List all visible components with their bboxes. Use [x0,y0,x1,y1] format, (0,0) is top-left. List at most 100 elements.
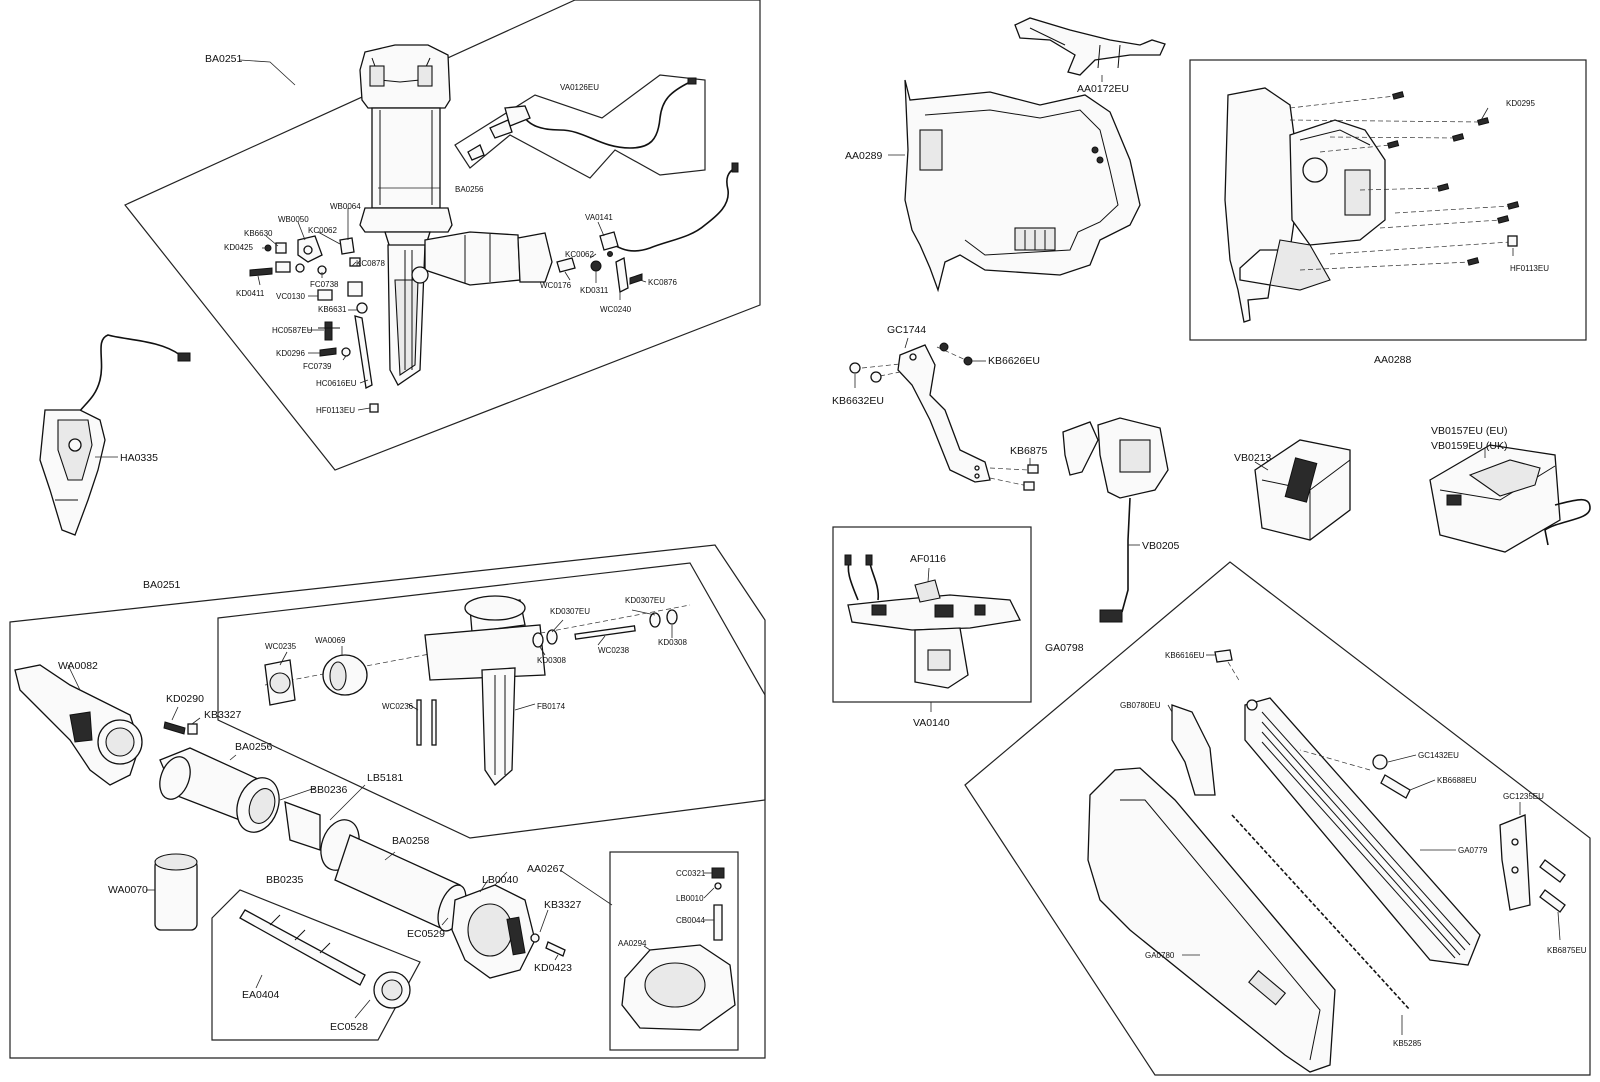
part-kb5285-spring [1231,814,1411,1035]
part-ea0404-piston [239,909,411,1019]
label-ea0404: EA0404 [242,989,280,1001]
label-vb0213: VB0213 [1234,452,1272,464]
label-wa0070: WA0070 [108,884,148,896]
plug-va0141 [731,162,739,173]
label-kb3327-a: KB3327 [204,709,242,721]
label-wb0064: WB0064 [330,202,361,211]
label-ba0251-top: BA0251 [205,53,243,65]
label-bb0236: BB0236 [310,784,348,796]
label-wc0238: WC0238 [598,646,630,655]
label-fb0174: FB0174 [537,702,566,711]
label-vb0159eu: VB0159EU (UK) [1431,440,1507,452]
part-ga0780-magazine [1087,767,1336,1073]
frame-va0140 [832,526,1032,703]
label-ba0256-bottom: BA0256 [235,741,273,753]
label-vb0157eu: VB0157EU (EU) [1431,425,1507,437]
parts-gc1432eu-kb6688eu [1299,749,1436,799]
label-af0116: AF0116 [910,553,946,565]
frame-motor-bottom [9,544,766,1059]
label-aa0267: AA0267 [527,863,565,875]
label-hc0587eu: HC0587EU [272,326,313,335]
label-ha0335: HA0335 [120,452,158,464]
label-kb6616eu: KB6616EU [1165,651,1205,660]
cylinder-subassembly [264,595,691,786]
part-aa0288-assembly [1224,87,1386,323]
label-lb5181: LB5181 [367,772,403,784]
wire-harness-va0126eu [454,74,706,179]
label-kc0876: KC0876 [648,278,677,287]
label-bb0235: BB0235 [266,874,304,886]
part-aa0172eu-hook [1014,17,1166,82]
label-kc0062-b: KC0062 [565,250,594,259]
label-kd0425: KD0425 [224,243,253,252]
parts-kb3327-kd0423 [441,909,566,961]
part-ba0258-tube [334,834,467,932]
label-kd0290: KD0290 [166,693,204,705]
label-wa0082: WA0082 [58,660,98,672]
label-ec0529: EC0529 [407,928,445,940]
label-kd0296: KD0296 [276,349,305,358]
label-ba0256-top: BA0256 [455,185,484,194]
label-kb3327-b: KB3327 [544,899,582,911]
label-lb0010: LB0010 [676,894,704,903]
label-gc1432eu: GC1432EU [1418,751,1459,760]
label-kd0308-a: KD0308 [537,656,566,665]
frame-aa0294 [609,851,739,1051]
part-aa0289-housing [888,79,1141,293]
label-gc1744: GC1744 [887,324,926,336]
label-aa0172eu: AA0172EU [1077,83,1129,95]
label-kb5285: KB5285 [1393,1039,1422,1048]
leaders-top [239,59,647,411]
label-kd0295: KD0295 [1506,99,1535,108]
parts-kd0290-kb3327 [163,706,201,735]
part-bb0236 [236,777,316,833]
label-aa0289: AA0289 [845,150,883,162]
label-va0141: VA0141 [585,213,613,222]
label-kb6875eu: KB6875EU [1547,946,1587,955]
label-kb6632eu: KB6632EU [832,395,884,407]
label-aa0294: AA0294 [618,939,647,948]
label-cb0044: CB0044 [676,916,705,925]
label-kb6630: KB6630 [244,229,273,238]
label-wa0069: WA0069 [315,636,346,645]
part-charger [1429,444,1591,553]
label-ba0258: BA0258 [392,835,430,847]
part-gc1235eu-bracket [1499,802,1566,941]
label-wc0240: WC0240 [600,305,632,314]
frame-aa0288 [1189,59,1587,341]
part-vb0213-battery [1254,439,1351,541]
part-ha0335-handle [39,334,191,536]
label-kb6688eu: KB6688EU [1437,776,1477,785]
label-kb6875: KB6875 [1010,445,1048,457]
part-aa0267-cap [451,869,613,979]
label-kd0307eu-b: KD0307EU [625,596,665,605]
part-wa0082-head [14,664,143,786]
label-gb0780eu: GB0780EU [1120,701,1161,710]
label-kd0308-b: KD0308 [658,638,687,647]
part-aa0294-cap [621,867,736,1031]
label-hc0616eu: HC0616EU [316,379,357,388]
small-parts-top [249,235,643,413]
label-wc0236: WC0236 [382,702,414,711]
label-kd0423: KD0423 [534,962,572,974]
label-fc0739: FC0739 [303,362,332,371]
label-ga0780: GA0780 [1145,951,1175,960]
label-ec0528: EC0528 [330,1021,368,1033]
label-kd0307eu-a: KD0307EU [550,607,590,616]
label-vc0130: VC0130 [276,292,305,301]
label-ba0251-bottom: BA0251 [143,579,181,591]
label-kd0311: KD0311 [580,286,609,295]
frame-motor-top [124,0,761,471]
motor-assembly-ba0256 [359,44,553,386]
part-gb0780eu-plate [1167,704,1216,796]
label-cc0321: CC0321 [676,869,706,878]
label-wc0235: WC0235 [265,642,297,651]
label-vb0205: VB0205 [1142,540,1180,552]
label-kc0062-a: KC0062 [308,226,337,235]
label-hf0113eu-right: HF0113EU [1510,264,1549,273]
frame-ga0798 [964,561,1591,1076]
part-va0140-pcb [844,554,1021,712]
label-kd0411: KD0411 [236,289,265,298]
part-labels: BA0251 VA0126EU BA0256 WB0064 WB0050 KB6… [58,53,1587,1048]
